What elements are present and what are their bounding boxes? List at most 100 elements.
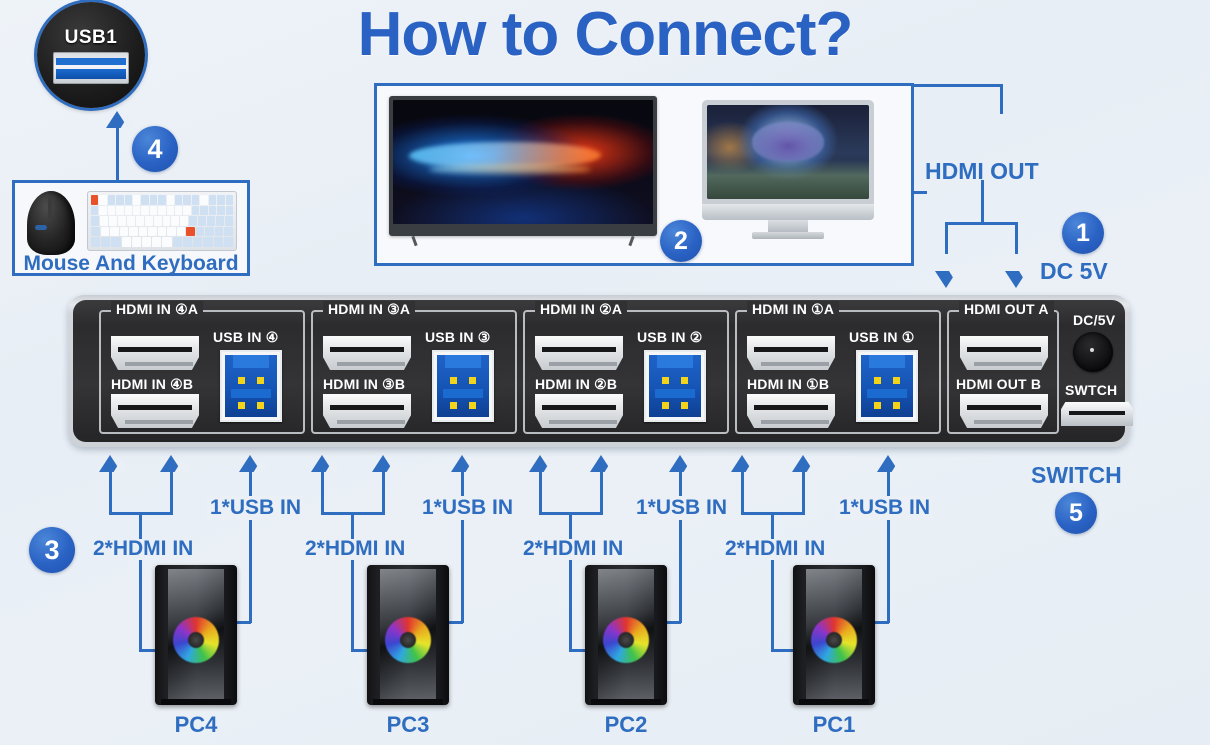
badge-2: 2 <box>660 220 702 262</box>
port-hdmi-in-4b[interactable] <box>111 394 199 428</box>
hdmi-line-2b <box>600 472 603 512</box>
hdmi-line-3b <box>382 472 385 512</box>
hdmi-count-label-2: 2*HDMI IN <box>523 537 624 560</box>
hdmi-out-line-top <box>911 84 1003 87</box>
port-usb-in-4[interactable] <box>220 350 282 422</box>
hdmi-stem-3 <box>351 512 354 539</box>
port-switch[interactable] <box>1061 402 1133 426</box>
hdmi-drop-2 <box>569 560 572 652</box>
hdmi-arrow-2a-icon <box>529 455 559 473</box>
hdmi-out-fork-stem <box>981 180 984 222</box>
port-hdmi-in-3b[interactable] <box>323 394 411 428</box>
hdmi-line-3a <box>321 472 324 512</box>
port-label-hdmi-in-4a: HDMI IN ④A <box>111 301 204 318</box>
hdmi-into-pc3 <box>351 649 379 652</box>
port-group-output: HDMI OUT A HDMI OUT B <box>947 301 1059 434</box>
port-hdmi-in-2a[interactable] <box>535 336 623 370</box>
port-hdmi-out-a[interactable] <box>960 336 1048 370</box>
port-hdmi-in-2b[interactable] <box>535 394 623 428</box>
hdmi-arrow-3b-icon <box>372 455 402 473</box>
hdmi-arrow-1a-icon <box>731 455 761 473</box>
hdmi-arrow-2b-icon <box>590 455 620 473</box>
usb-count-label-4: 1*USB IN <box>207 496 305 520</box>
port-label-usb-in-4: USB IN ④ <box>213 329 279 345</box>
port-label-hdmi-out-a: HDMI OUT A <box>959 301 1054 317</box>
usb-arrow-4-icon <box>239 455 269 473</box>
port-hdmi-in-3a[interactable] <box>323 336 411 370</box>
monitor-icon <box>702 100 874 240</box>
hdmi-line-1a <box>741 472 744 512</box>
hdmi-out-label: HDMI OUT <box>925 158 1039 184</box>
usb-a-port-icon <box>53 51 129 84</box>
port-label-hdmi-in-1b: HDMI IN ①B <box>747 376 830 392</box>
hdmi-out-line-left <box>911 84 914 194</box>
mouse-keyboard-label: Mouse And Keyboard <box>23 252 239 275</box>
usb-line-2 <box>679 472 682 623</box>
hdmi-stem-2 <box>569 512 572 539</box>
usb1-arrow-icon <box>106 111 136 129</box>
hdmi-out-arrow-a-icon <box>935 271 965 288</box>
hdmi-out-arrow-b-icon <box>1005 271 1035 288</box>
usb-count-label-1: 1*USB IN <box>836 496 934 520</box>
hdmi-drop-3 <box>351 560 354 652</box>
port-label-hdmi-out-b: HDMI OUT B <box>956 376 1042 392</box>
hdmi-drop-1 <box>771 560 774 652</box>
keyboard-icon <box>87 191 237 251</box>
hdmi-line-1b <box>802 472 805 512</box>
pc-label-4: PC4 <box>174 712 218 737</box>
hdmi-stem-4 <box>139 512 142 539</box>
port-hdmi-in-1a[interactable] <box>747 336 835 370</box>
hdmi-out-branch-b <box>1015 222 1018 254</box>
tv-icon <box>389 96 657 247</box>
port-group-1: HDMI IN ①A HDMI IN ①B USB IN ① <box>735 301 941 434</box>
switch-label: SWITCH <box>1031 462 1122 488</box>
usb-count-label-2: 1*USB IN <box>633 496 731 520</box>
port-label-hdmi-in-2b: HDMI IN ②B <box>535 376 618 392</box>
usb-into-pc4 <box>223 621 251 624</box>
hdmi-arrow-3a-icon <box>311 455 341 473</box>
badge-1: 1 <box>1062 212 1104 254</box>
port-label-hdmi-in-2a: HDMI IN ②A <box>535 301 628 318</box>
hdmi-into-pc2 <box>569 649 597 652</box>
hdmi-line-4a <box>109 472 112 512</box>
hdmi-out-line-down <box>1000 84 1003 114</box>
port-hdmi-out-b[interactable] <box>960 394 1048 428</box>
hdmi-out-branch-a <box>945 222 948 254</box>
display-box <box>374 83 914 266</box>
hdmi-into-pc1 <box>771 649 799 652</box>
hdmi-count-label-4: 2*HDMI IN <box>93 537 194 560</box>
usb-line-4 <box>249 472 252 623</box>
port-usb-in-2[interactable] <box>644 350 706 422</box>
badge-3: 3 <box>29 527 75 573</box>
usb-into-pc2 <box>653 621 681 624</box>
hdmi-into-pc4 <box>139 649 167 652</box>
usb-into-pc3 <box>435 621 463 624</box>
usb-line-1 <box>887 472 890 623</box>
port-dc-5v[interactable] <box>1073 332 1113 372</box>
hdmi-count-label-1: 2*HDMI IN <box>725 537 826 560</box>
port-usb-in-3[interactable] <box>432 350 494 422</box>
hdmi-out-fork-bar <box>945 222 1018 225</box>
hdmi-stem-1 <box>771 512 774 539</box>
badge-4: 4 <box>132 126 178 172</box>
usb-count-label-3: 1*USB IN <box>419 496 517 520</box>
hdmi-arrow-4b-icon <box>160 455 190 473</box>
port-hdmi-in-4a[interactable] <box>111 336 199 370</box>
device-front-panel: HDMI IN ④A HDMI IN ④B USB IN ④ HDMI IN ③… <box>73 300 1133 442</box>
pc-label-1: PC1 <box>812 712 856 737</box>
port-label-hdmi-in-3a: HDMI IN ③A <box>323 301 416 318</box>
usb-line-3 <box>461 472 464 623</box>
port-label-hdmi-in-4b: HDMI IN ④B <box>111 376 194 392</box>
port-hdmi-in-1b[interactable] <box>747 394 835 428</box>
hdmi-arrow-1b-icon <box>792 455 822 473</box>
mouse-keyboard-box <box>12 180 250 276</box>
hdmi-count-label-3: 2*HDMI IN <box>305 537 406 560</box>
port-usb-in-1[interactable] <box>856 350 918 422</box>
port-group-2: HDMI IN ②A HDMI IN ②B USB IN ② <box>523 301 729 434</box>
hdmi-line-4b <box>170 472 173 512</box>
port-label-usb-in-1: USB IN ① <box>849 329 915 345</box>
port-label-hdmi-in-1a: HDMI IN ①A <box>747 301 840 318</box>
pc-label-3: PC3 <box>386 712 430 737</box>
usb-arrow-2-icon <box>669 455 699 473</box>
dc-port-label: DC/5V <box>1073 312 1116 328</box>
